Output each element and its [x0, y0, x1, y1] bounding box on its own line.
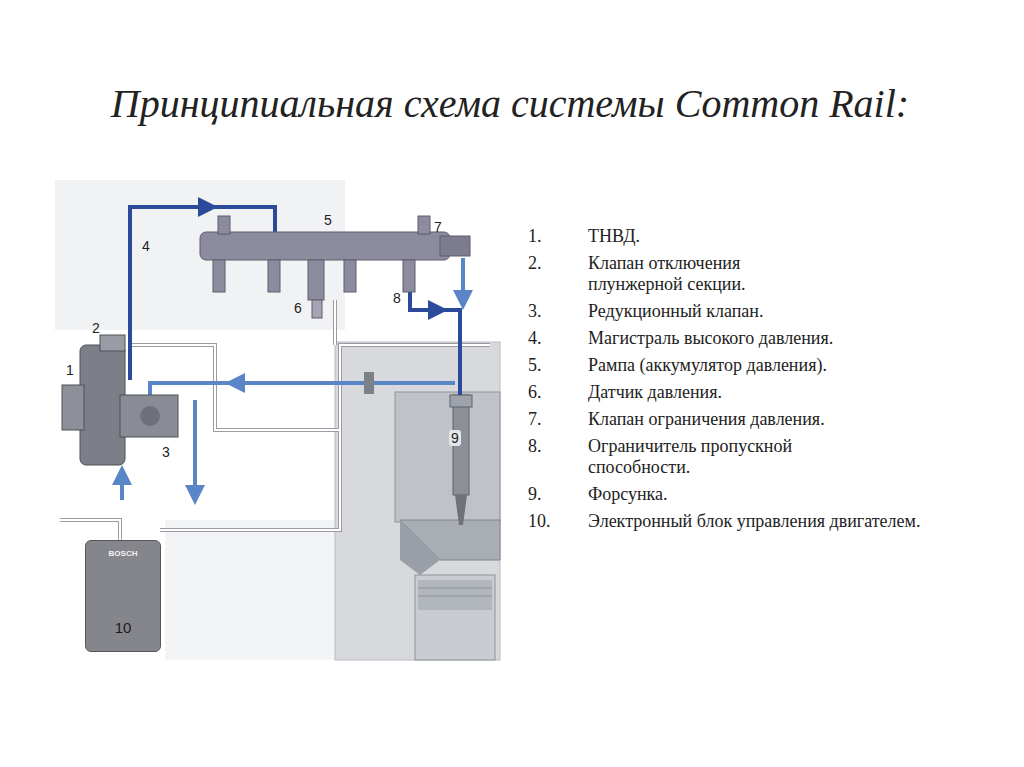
legend-row: 4.Магистраль высокого давления. — [528, 328, 968, 349]
high-pressure-line — [130, 207, 460, 395]
engine-block — [335, 342, 500, 660]
item-text: Клапан ограничения давления. — [588, 409, 825, 430]
ecu-box: BOSCH 10 — [85, 540, 161, 652]
item-text: Электронный блок управления двигателем. — [588, 511, 920, 532]
callout-number: 8 — [391, 290, 403, 306]
callout-number: 10 — [115, 619, 132, 637]
callout-number: 6 — [292, 300, 304, 316]
item-number: 10. — [528, 511, 588, 532]
item-text: Клапан отключения плунжерной секции. — [588, 253, 803, 295]
callout-number: 9 — [449, 430, 461, 446]
pressure-sensor — [308, 260, 324, 318]
item-number: 5. — [528, 355, 588, 376]
item-text: ТНВД. — [588, 226, 640, 247]
item-number: 3. — [528, 301, 588, 322]
item-number: 6. — [528, 382, 588, 403]
legend-row: 9.Форсунка. — [528, 484, 968, 505]
injector — [450, 395, 472, 525]
legend-row: 3.Редукционный клапан. — [528, 301, 968, 322]
callout-number: 5 — [322, 212, 334, 228]
legend-row: 2.Клапан отключения плунжерной секции. — [528, 253, 968, 295]
callout-number: 4 — [140, 238, 152, 254]
item-number: 7. — [528, 409, 588, 430]
legend-row: 8.Ограничитель пропускной способности. — [528, 436, 968, 478]
legend-list: 1.ТНВД.2.Клапан отключения плунжерной се… — [528, 226, 968, 538]
callout-number: 7 — [432, 219, 444, 235]
slide-title: Принципиальная схема системы Common Rail… — [110, 76, 910, 132]
control-wires — [60, 300, 490, 545]
return-valve — [364, 372, 374, 394]
item-text: Датчик давления. — [588, 382, 722, 403]
callout-number: 2 — [90, 320, 102, 336]
flow-arrow — [190, 205, 208, 209]
background-shade — [165, 520, 335, 660]
return-line — [122, 258, 463, 500]
control-wires-inner — [60, 300, 490, 545]
item-text: Рампа (аккумулятор давления). — [588, 355, 827, 376]
legend-row: 1.ТНВД. — [528, 226, 968, 247]
callout-number: 1 — [64, 362, 76, 378]
high-pressure-pump — [62, 335, 178, 465]
flow-arrow — [235, 381, 250, 385]
rail — [200, 216, 470, 292]
callout-number: 3 — [160, 444, 172, 460]
item-text: Редукционный клапан. — [588, 301, 763, 322]
item-number: 8. — [528, 436, 588, 457]
brand-text: BOSCH — [109, 549, 138, 559]
item-number: 2. — [528, 253, 588, 274]
item-text: Форсунка. — [588, 484, 668, 505]
item-number: 9. — [528, 484, 588, 505]
item-text: Магистраль высокого давления. — [588, 328, 833, 349]
legend-row: 10.Электронный блок управления двигателе… — [528, 511, 968, 532]
legend-row: 6.Датчик давления. — [528, 382, 968, 403]
flow-arrow — [420, 308, 438, 312]
item-number: 4. — [528, 328, 588, 349]
item-number: 1. — [528, 226, 588, 247]
legend-row: 5.Рампа (аккумулятор давления). — [528, 355, 968, 376]
item-text: Ограничитель пропускной способности. — [588, 436, 888, 478]
legend-row: 7.Клапан ограничения давления. — [528, 409, 968, 430]
